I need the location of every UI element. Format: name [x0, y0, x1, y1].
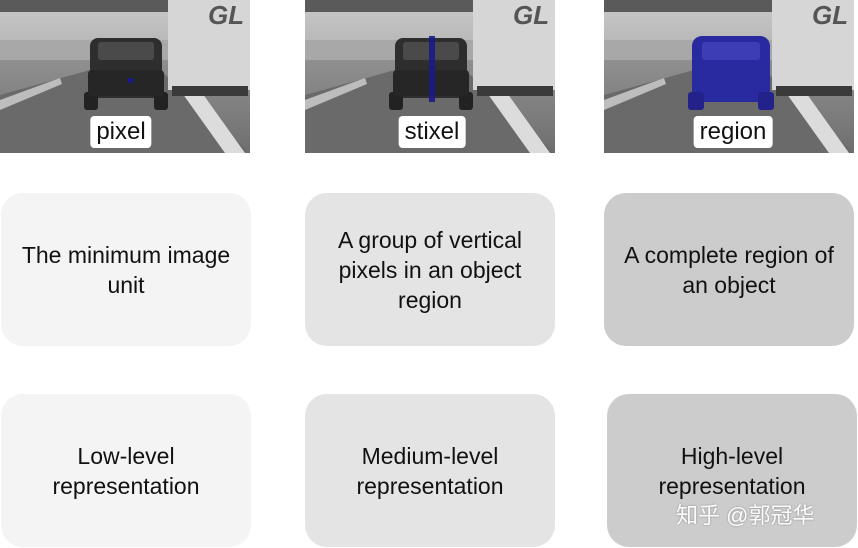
- description-text: A complete region of an object: [624, 241, 834, 298]
- image-label-pixel: pixel: [90, 116, 152, 148]
- road-scene-illustration: GL: [305, 0, 555, 153]
- road-scene-illustration: GL: [0, 0, 250, 153]
- image-region: GL: [604, 0, 854, 153]
- watermark: 知乎 @郭冠华: [676, 503, 815, 528]
- level-text: High-level representation: [658, 442, 806, 499]
- svg-text:GL: GL: [513, 0, 549, 30]
- description-text: A group of vertical pixels in an object …: [337, 226, 523, 313]
- image-label-region: region: [693, 116, 773, 148]
- image-pixel: GL: [0, 0, 250, 153]
- level-card-medium: Medium-level representation: [305, 394, 555, 547]
- description-card-pixel: The minimum image unit: [1, 193, 251, 346]
- level-card-low: Low-level representation: [1, 394, 251, 547]
- svg-text:GL: GL: [812, 0, 848, 30]
- stixel-highlight-bar: [429, 36, 435, 102]
- svg-text:GL: GL: [208, 0, 244, 30]
- image-label-stixel: stixel: [398, 116, 466, 148]
- description-card-stixel: A group of vertical pixels in an object …: [305, 193, 555, 346]
- level-card-high: High-level representation: [607, 394, 857, 547]
- level-text: Low-level representation: [52, 442, 200, 499]
- level-text: Medium-level representation: [356, 442, 504, 499]
- description-text: The minimum image unit: [21, 241, 231, 298]
- pixel-highlight-marker: [128, 78, 133, 83]
- description-card-region: A complete region of an object: [604, 193, 854, 346]
- road-scene-illustration: GL: [604, 0, 854, 153]
